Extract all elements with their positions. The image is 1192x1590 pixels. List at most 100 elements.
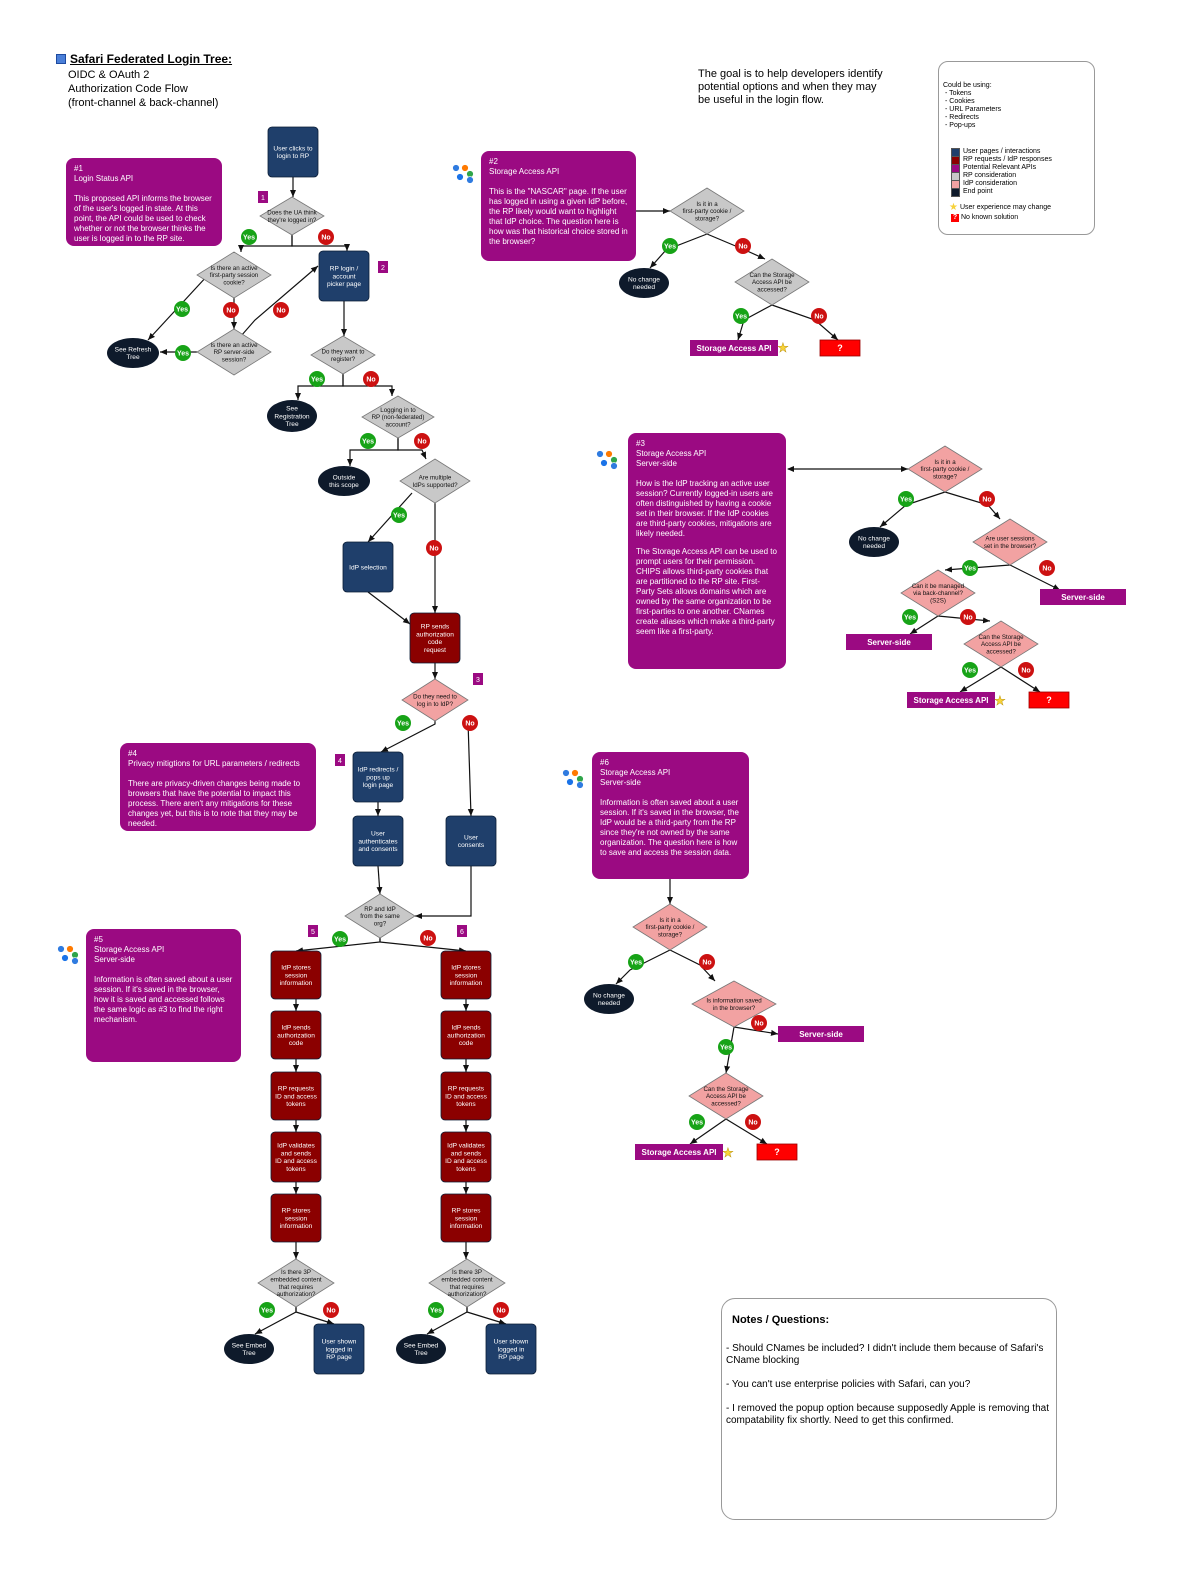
- yes-badge: Yes: [898, 491, 914, 507]
- connector: [909, 615, 939, 635]
- yes-badge: Yes: [428, 1302, 444, 1318]
- connector: [1000, 666, 1041, 693]
- yes-badge: Yes: [902, 609, 918, 625]
- badge-label: Yes: [720, 1045, 732, 1052]
- yes-badge: Yes: [309, 371, 325, 387]
- no-badge: No: [273, 302, 289, 318]
- badge-label: Yes: [735, 314, 747, 321]
- node-label: account?: [385, 421, 411, 428]
- node-label: information: [450, 980, 483, 987]
- badge-label: No: [963, 615, 972, 622]
- node-t6-q: ?: [756, 1143, 798, 1161]
- end-point: [224, 1334, 274, 1364]
- step-tag-label: 3: [476, 677, 480, 684]
- node-label: accessed?: [711, 1100, 741, 1107]
- node-label: No change: [858, 535, 890, 542]
- star-icon: ★: [994, 693, 1006, 708]
- star-icon: ★: [777, 340, 789, 355]
- no-badge: No: [420, 930, 436, 946]
- badge-label: Yes: [261, 1308, 273, 1315]
- notes-list: - Should CNames be included? I didn't in…: [726, 1343, 1050, 1427]
- no-badge: No: [426, 540, 442, 556]
- node-t6-server: Server-side: [778, 1026, 864, 1042]
- node-label: authorization: [277, 1032, 315, 1039]
- no-solution-box: [819, 339, 861, 357]
- node-t3-saa: Storage Access API: [907, 692, 995, 708]
- decision-diamond: [428, 1258, 506, 1308]
- node-label: RP stores: [452, 1208, 482, 1215]
- panel-body-text: There are privacy-driven changes being m…: [128, 779, 301, 828]
- node-t3-server2: Server-side: [846, 634, 932, 650]
- node-label: and consents: [358, 846, 398, 853]
- node-label: (S2S): [930, 597, 946, 604]
- legend-using-item: - Cookies: [945, 98, 975, 105]
- badge-label: No: [1042, 566, 1051, 573]
- connector: [379, 938, 467, 954]
- node-label: Access API be: [752, 279, 792, 286]
- connector: [415, 866, 472, 919]
- yes-badge: Yes: [360, 433, 376, 449]
- node-label: code: [289, 1040, 304, 1047]
- no-badge: No: [979, 491, 995, 507]
- api-bar: [690, 340, 778, 356]
- node-label: Is information saved: [706, 998, 762, 1005]
- node-label: code: [459, 1040, 474, 1047]
- node-label: from the same: [360, 913, 400, 920]
- node-label: authorization?: [448, 1291, 487, 1298]
- panel-heading-line: Login Status API: [74, 174, 134, 183]
- process-box: [270, 950, 322, 1000]
- subtitle-line: OIDC & OAuth 2: [68, 69, 150, 81]
- node-label: authorization: [447, 1032, 485, 1039]
- api-bar: [907, 692, 995, 708]
- no-badge: No: [223, 302, 239, 318]
- badge-label: Yes: [691, 1120, 703, 1127]
- process-box: [318, 250, 370, 302]
- node-label: logged in: [498, 1346, 525, 1353]
- browser-logos-icon: [452, 164, 474, 184]
- legend-using-item: - URL Parameters: [945, 106, 1002, 113]
- node-label: and sends: [451, 1150, 482, 1157]
- node-label: IdPs supported?: [412, 482, 458, 489]
- connector: [689, 1118, 727, 1145]
- node-label: IdP stores: [281, 965, 311, 972]
- decision-diamond: [257, 1258, 335, 1308]
- subtitle: OIDC & OAuth 2 Authorization Code Flow (…: [68, 68, 232, 110]
- node-label: IdP sends: [281, 1025, 311, 1032]
- node-label: IdP validates: [277, 1143, 315, 1150]
- node-label: via back-channel?: [913, 590, 963, 597]
- step-tag: 6: [457, 925, 467, 937]
- legend-using-item: - Pop-ups: [945, 122, 976, 129]
- goal-text: The goal is to help developers identify …: [698, 68, 883, 107]
- yes-badge: Yes: [241, 229, 257, 245]
- process-box: [352, 815, 404, 867]
- node-label: Do they need to: [413, 694, 457, 701]
- badge-label: Yes: [964, 668, 976, 675]
- no-badge: No: [318, 229, 334, 245]
- legend-key-label: RP consideration: [963, 172, 1017, 179]
- process-box: [270, 1131, 322, 1183]
- panel-heading-line: #2: [489, 157, 498, 166]
- badge-label: Yes: [964, 566, 976, 573]
- notes-title: Notes / Questions:: [732, 1314, 830, 1326]
- node-label: Server-side: [1061, 593, 1105, 602]
- node-label: Are user sessions: [985, 536, 1034, 543]
- node-label: RP (non-federated): [372, 414, 425, 421]
- yes-badge: Yes: [259, 1302, 275, 1318]
- step-tag-label: 2: [381, 265, 385, 272]
- star-icon: ★: [949, 202, 958, 213]
- node-label: first-party cookie /: [646, 924, 695, 931]
